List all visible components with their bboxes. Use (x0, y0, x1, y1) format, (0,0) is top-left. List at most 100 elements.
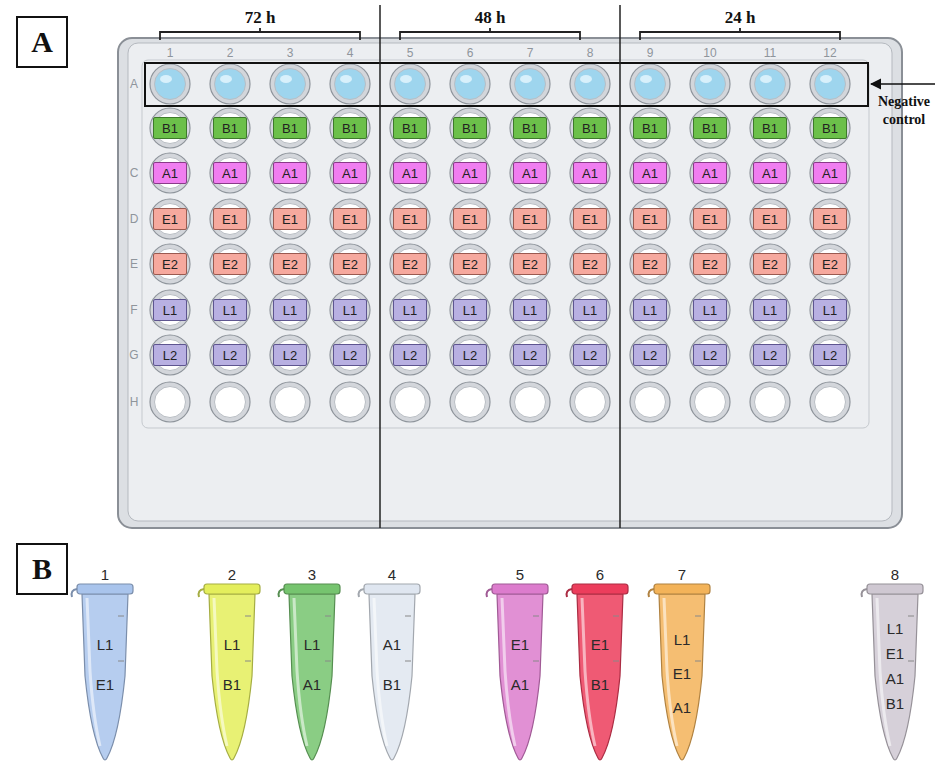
well-rim (330, 244, 370, 284)
sample-code: L2 (403, 349, 417, 362)
sample-code: E2 (462, 258, 478, 271)
sample-code: E2 (162, 258, 178, 271)
well-bottom (755, 387, 786, 418)
well-rim (570, 108, 610, 148)
row-letter: D (130, 212, 139, 227)
well-label-box: A1 (153, 162, 187, 184)
well-label-box: E2 (573, 253, 607, 275)
well-label-box: B1 (753, 117, 787, 139)
well-label-box: A1 (333, 162, 367, 184)
sample-code: E2 (522, 258, 538, 271)
well (510, 335, 550, 375)
sample-code: L2 (703, 349, 717, 362)
tube-outline (73, 566, 137, 766)
tube-shine (214, 598, 227, 746)
well-label-box: B1 (573, 117, 607, 139)
well-label-box: A1 (393, 162, 427, 184)
well (810, 244, 850, 284)
column-number: 12 (823, 46, 836, 61)
sample-code: A1 (642, 167, 658, 180)
well-label-box: B1 (693, 117, 727, 139)
well-rim (810, 199, 850, 239)
well (690, 108, 730, 148)
well-rim (330, 153, 370, 193)
sample-code: E1 (762, 213, 778, 226)
well-rim (690, 64, 730, 104)
sample-code: L1 (343, 304, 357, 317)
graduation-mark (245, 616, 251, 617)
well-rim (270, 153, 310, 193)
well-label-box: E2 (333, 253, 367, 275)
well-rim (210, 199, 250, 239)
well-rim (150, 382, 190, 422)
well-label-box: E2 (453, 253, 487, 275)
well (330, 64, 370, 104)
tube-content: L1 (280, 625, 344, 665)
well-label-box: L1 (273, 299, 307, 321)
row-letter: H (130, 395, 139, 410)
sample-code: L1 (583, 304, 597, 317)
well (630, 244, 670, 284)
well-label-box: A1 (633, 162, 667, 184)
well (630, 64, 670, 104)
well (150, 244, 190, 284)
graduation-mark (695, 661, 701, 662)
sample-code: L2 (223, 349, 237, 362)
well-rim (690, 199, 730, 239)
pointer-arrow (871, 83, 935, 85)
sample-code: E1 (642, 213, 658, 226)
tube: 5E1A1 (488, 566, 552, 766)
tube-content: A1 (280, 665, 344, 705)
tube-number: 7 (650, 566, 714, 584)
well (510, 108, 550, 148)
tube: 6E1B1 (568, 566, 632, 766)
well-rim (390, 335, 430, 375)
panel-letter-box: A (16, 16, 68, 68)
well-highlight (520, 75, 532, 83)
tube-content: E1 (488, 625, 552, 665)
well-rim (750, 335, 790, 375)
tube-cap (364, 584, 420, 594)
well-label-box: L2 (333, 344, 367, 366)
well-label-box: L1 (453, 299, 487, 321)
column-number: 5 (407, 46, 414, 61)
time-label: 48 h (475, 7, 506, 28)
tube-outline (568, 566, 632, 766)
well (390, 64, 430, 104)
well-label-box: A1 (453, 162, 487, 184)
sample-code: L2 (163, 349, 177, 362)
time-bracket (640, 28, 840, 40)
well (390, 382, 430, 422)
well (750, 244, 790, 284)
well (150, 108, 190, 148)
control-label: Negative control (872, 93, 936, 128)
well-rim (150, 335, 190, 375)
well-label-box: L2 (753, 344, 787, 366)
well-rim (450, 108, 490, 148)
well-rim (210, 290, 250, 330)
well-label-box: E1 (633, 208, 667, 230)
well-rim (210, 244, 250, 284)
sample-code: L1 (403, 304, 417, 317)
row-letter: G (129, 348, 138, 363)
well-rim (630, 153, 670, 193)
well (210, 153, 250, 193)
well-rim (210, 335, 250, 375)
well-label-box: A1 (813, 162, 847, 184)
well-area (142, 60, 869, 428)
graduation-mark (533, 661, 539, 662)
well (390, 335, 430, 375)
well-rim (270, 64, 310, 104)
well (810, 290, 850, 330)
well-rim (810, 64, 850, 104)
well-rim (390, 199, 430, 239)
well-bottom (575, 69, 606, 100)
sample-code: E2 (762, 258, 778, 271)
graduation-mark (613, 616, 619, 617)
well-rim (510, 335, 550, 375)
well-label-box: E2 (153, 253, 187, 275)
tube-shine (374, 598, 387, 746)
well-rim (750, 153, 790, 193)
well-label-box: B1 (813, 117, 847, 139)
well-rim (630, 382, 670, 422)
